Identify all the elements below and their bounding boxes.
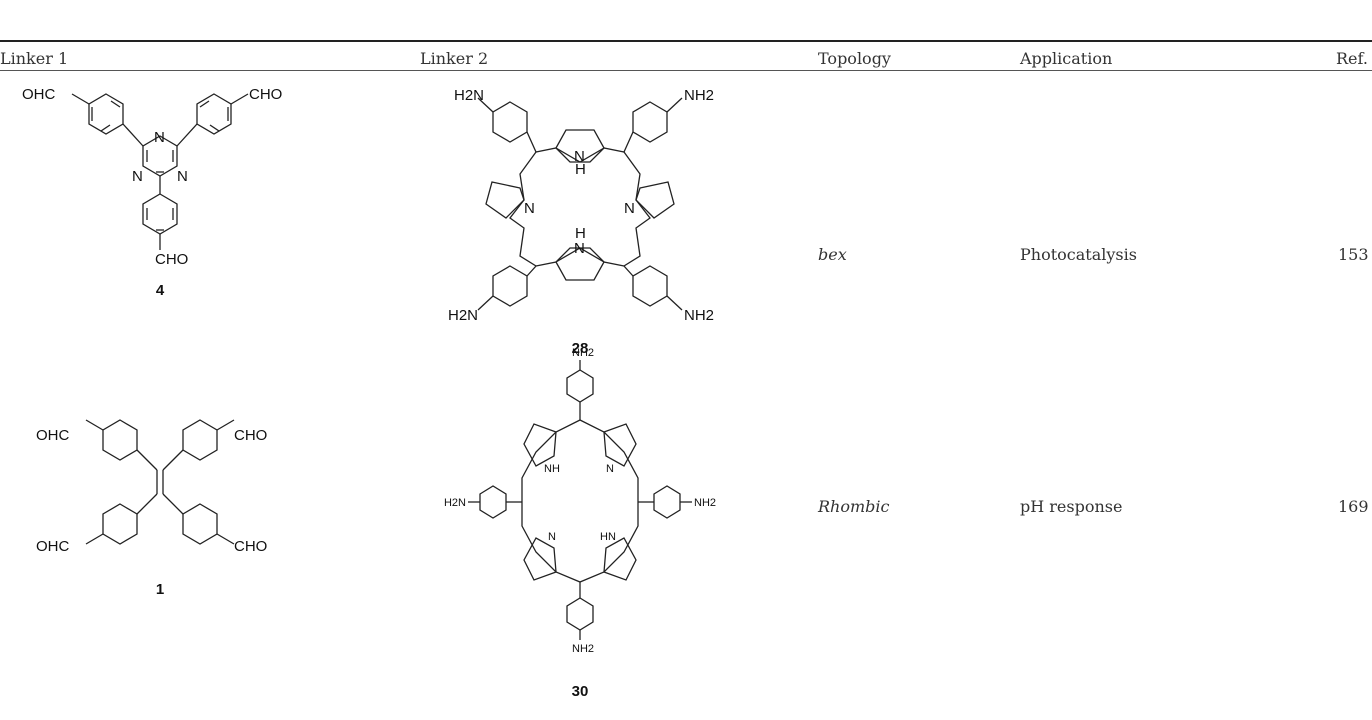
porphyrin-hn-br: HN <box>600 531 616 543</box>
row2-ref: 169 <box>1338 497 1369 516</box>
porphyrin-n-left: N <box>524 200 535 217</box>
compound-number-30: 30 <box>572 683 589 700</box>
group-nh2-tl: H2N <box>454 87 484 104</box>
porphyrin-n-top: N <box>574 148 585 165</box>
group-nh2-bl: H2N <box>448 307 478 324</box>
group-cho-bottom: CHO <box>155 251 188 268</box>
porphyrin-h-top: H <box>575 161 586 178</box>
group-nh2-br: NH2 <box>684 307 714 324</box>
header-ref: Ref. <box>1336 49 1368 68</box>
compound-number-1: 1 <box>156 581 164 598</box>
header-linker1: Linker 1 <box>0 49 69 68</box>
group-ohc-bl: OHC <box>36 538 70 555</box>
row1-topology: bex <box>818 245 847 264</box>
structure-compound-1: OHC CHO OHC CHO 1 <box>36 419 267 598</box>
table-top-rule <box>0 40 1372 42</box>
compound-number-4: 4 <box>156 282 165 299</box>
group-cho-br: CHO <box>234 538 267 555</box>
group-nh2-left: H2N <box>444 497 466 509</box>
structure-compound-4: OHC CHO CHO N N N 4 <box>22 86 282 299</box>
porphyrin-n-bottom: N <box>574 240 585 257</box>
header-topology: Topology <box>818 49 891 68</box>
triazine-n-top: N <box>154 129 165 146</box>
group-nh2-bottom: NH2 <box>572 643 594 655</box>
group-nh2-right: NH2 <box>694 497 716 509</box>
porphyrin-n-right: N <box>624 200 635 217</box>
compound-number-28: 28 <box>572 340 589 357</box>
structure-compound-30: NH2 H2N NH2 NH2 NH N N HN 30 <box>444 347 716 700</box>
row1-ref: 153 <box>1338 245 1369 264</box>
header-linker2: Linker 2 <box>420 49 489 68</box>
group-ohc-left: OHC <box>22 86 56 103</box>
group-cho-tr: CHO <box>234 427 267 444</box>
triazine-n-right: N <box>177 168 188 185</box>
porphyrin-n-bl: N <box>548 531 556 543</box>
group-nh2-top: NH2 <box>572 347 594 359</box>
group-ohc-tl: OHC <box>36 427 70 444</box>
row2-application: pH response <box>1020 497 1123 516</box>
header-application: Application <box>1020 49 1113 68</box>
porphyrin-h-bottom: H <box>575 225 586 242</box>
row1-application: Photocatalysis <box>1020 245 1137 264</box>
group-cho-right: CHO <box>249 86 282 103</box>
row2-topology: Rhombic <box>818 497 890 516</box>
group-nh2-tr: NH2 <box>684 87 714 104</box>
porphyrin-nh-tl: NH <box>544 463 560 475</box>
triazine-n-left: N <box>132 168 143 185</box>
table-header-rule <box>0 70 1372 71</box>
porphyrin-n-tr: N <box>606 463 614 475</box>
structure-compound-28: H2N NH2 H2N NH2 N H N N H N 28 <box>448 87 714 357</box>
